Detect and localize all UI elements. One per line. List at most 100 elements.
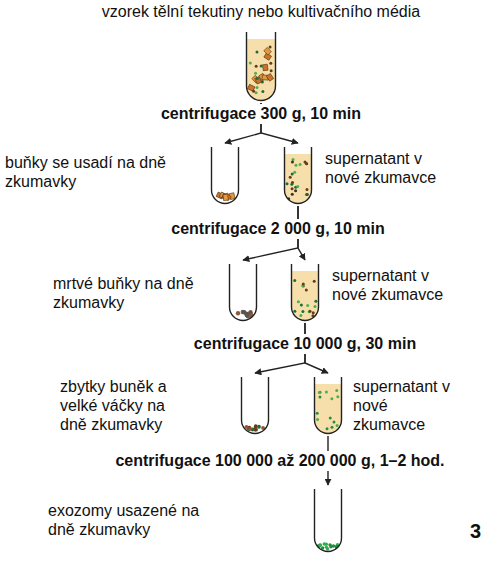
particle xyxy=(293,171,296,174)
test-tube xyxy=(228,262,258,322)
tube-content xyxy=(216,192,235,201)
tube-outline xyxy=(212,147,239,204)
tube-content xyxy=(290,271,320,331)
tube-caption: vzorek tělní tekutiny nebo kultivačního … xyxy=(51,2,471,21)
particle xyxy=(255,65,258,68)
cell-particle xyxy=(266,74,273,82)
particle xyxy=(329,416,332,419)
particle xyxy=(248,427,252,431)
particle xyxy=(293,279,296,282)
liquid xyxy=(283,154,313,214)
particle xyxy=(325,391,328,394)
particle xyxy=(314,300,317,303)
particle xyxy=(319,543,322,546)
particle xyxy=(245,313,249,317)
tube-outline xyxy=(242,377,269,434)
particle xyxy=(294,189,297,192)
particle xyxy=(292,158,295,161)
liquid xyxy=(313,384,343,444)
tube-caption: zbytky buněk a velké váčky na dně zkumav… xyxy=(60,377,190,434)
centrifugation-step: centrifugace 300 g, 10 min xyxy=(158,104,364,124)
particle xyxy=(326,427,329,430)
particle xyxy=(305,193,308,196)
particle xyxy=(286,182,289,185)
particle xyxy=(308,310,311,313)
particle xyxy=(318,391,321,394)
particle xyxy=(261,90,264,93)
tube-caption: supernatant v nové zkumavce xyxy=(332,266,457,304)
tube-node: exozomy usazené na dně zkumavky xyxy=(313,487,343,553)
particle xyxy=(291,187,294,190)
particle xyxy=(260,64,263,67)
particle xyxy=(254,72,257,75)
particle xyxy=(296,185,299,188)
tube-node: supernatant v nové zkumavce xyxy=(313,375,343,435)
tube-outline xyxy=(285,147,312,204)
particle xyxy=(333,420,336,423)
particle xyxy=(326,547,329,550)
particle xyxy=(313,305,316,308)
particle xyxy=(312,311,315,314)
particle xyxy=(254,428,258,432)
cell-particle xyxy=(224,193,232,201)
particle xyxy=(301,310,304,313)
tube-node: supernatant v nové zkumavce xyxy=(283,145,313,205)
particle xyxy=(299,163,302,166)
tube-node: supernatant v nové zkumavce xyxy=(290,262,320,322)
particle xyxy=(256,77,259,80)
tube-content xyxy=(245,424,265,431)
figure-number: 3 xyxy=(470,520,481,542)
particle xyxy=(335,389,338,392)
tube-caption: mrtvé buňky na dně zkumavky xyxy=(53,274,218,312)
particle xyxy=(291,161,294,164)
particle xyxy=(261,80,264,83)
particle xyxy=(316,412,319,415)
tube-outline xyxy=(230,264,257,321)
particle xyxy=(318,543,321,546)
test-tube xyxy=(210,145,240,205)
particle xyxy=(305,162,308,165)
particle xyxy=(291,172,294,175)
tube-node: zbytky buněk a velké váčky na dně zkumav… xyxy=(240,375,270,435)
particle xyxy=(330,426,333,429)
particle xyxy=(252,90,255,93)
test-tube xyxy=(240,375,270,435)
particle xyxy=(316,418,319,421)
particle xyxy=(269,46,272,49)
particle xyxy=(293,310,296,313)
tube-outline xyxy=(315,377,342,434)
cell-particle xyxy=(264,47,272,55)
particle xyxy=(336,424,339,427)
particle xyxy=(290,183,293,186)
particle xyxy=(306,304,309,307)
particle xyxy=(291,193,294,196)
particle xyxy=(257,425,261,429)
tube-outline xyxy=(292,264,319,321)
particle xyxy=(302,282,305,285)
tube-outline xyxy=(315,489,342,552)
particle xyxy=(299,314,302,317)
particle xyxy=(305,188,308,191)
particle xyxy=(318,391,321,394)
cell-particle xyxy=(263,64,268,71)
particle xyxy=(269,62,272,65)
particle xyxy=(318,396,321,399)
particle xyxy=(309,310,312,313)
particle xyxy=(336,395,339,398)
particle xyxy=(330,397,333,400)
tube-node: vzorek tělní tekutiny nebo kultivačního … xyxy=(245,30,277,102)
tube-caption: supernatant v nové zkumavce xyxy=(325,149,450,187)
particle xyxy=(305,289,308,292)
tube-node: buňky se usadí na dně zkumavky xyxy=(210,145,240,205)
centrifugation-step: centrifugace 100 000 až 200 000 g, 1–2 h… xyxy=(112,451,447,471)
particle xyxy=(300,304,303,307)
particle xyxy=(255,50,258,53)
particle xyxy=(249,62,252,65)
test-tube xyxy=(313,375,343,435)
tube-caption: supernatant v nové zkumavce xyxy=(353,377,458,434)
tube-caption: buňky se usadí na dně zkumavky xyxy=(5,153,175,191)
test-tube xyxy=(283,145,313,205)
particle xyxy=(245,425,249,429)
particle xyxy=(254,424,258,428)
